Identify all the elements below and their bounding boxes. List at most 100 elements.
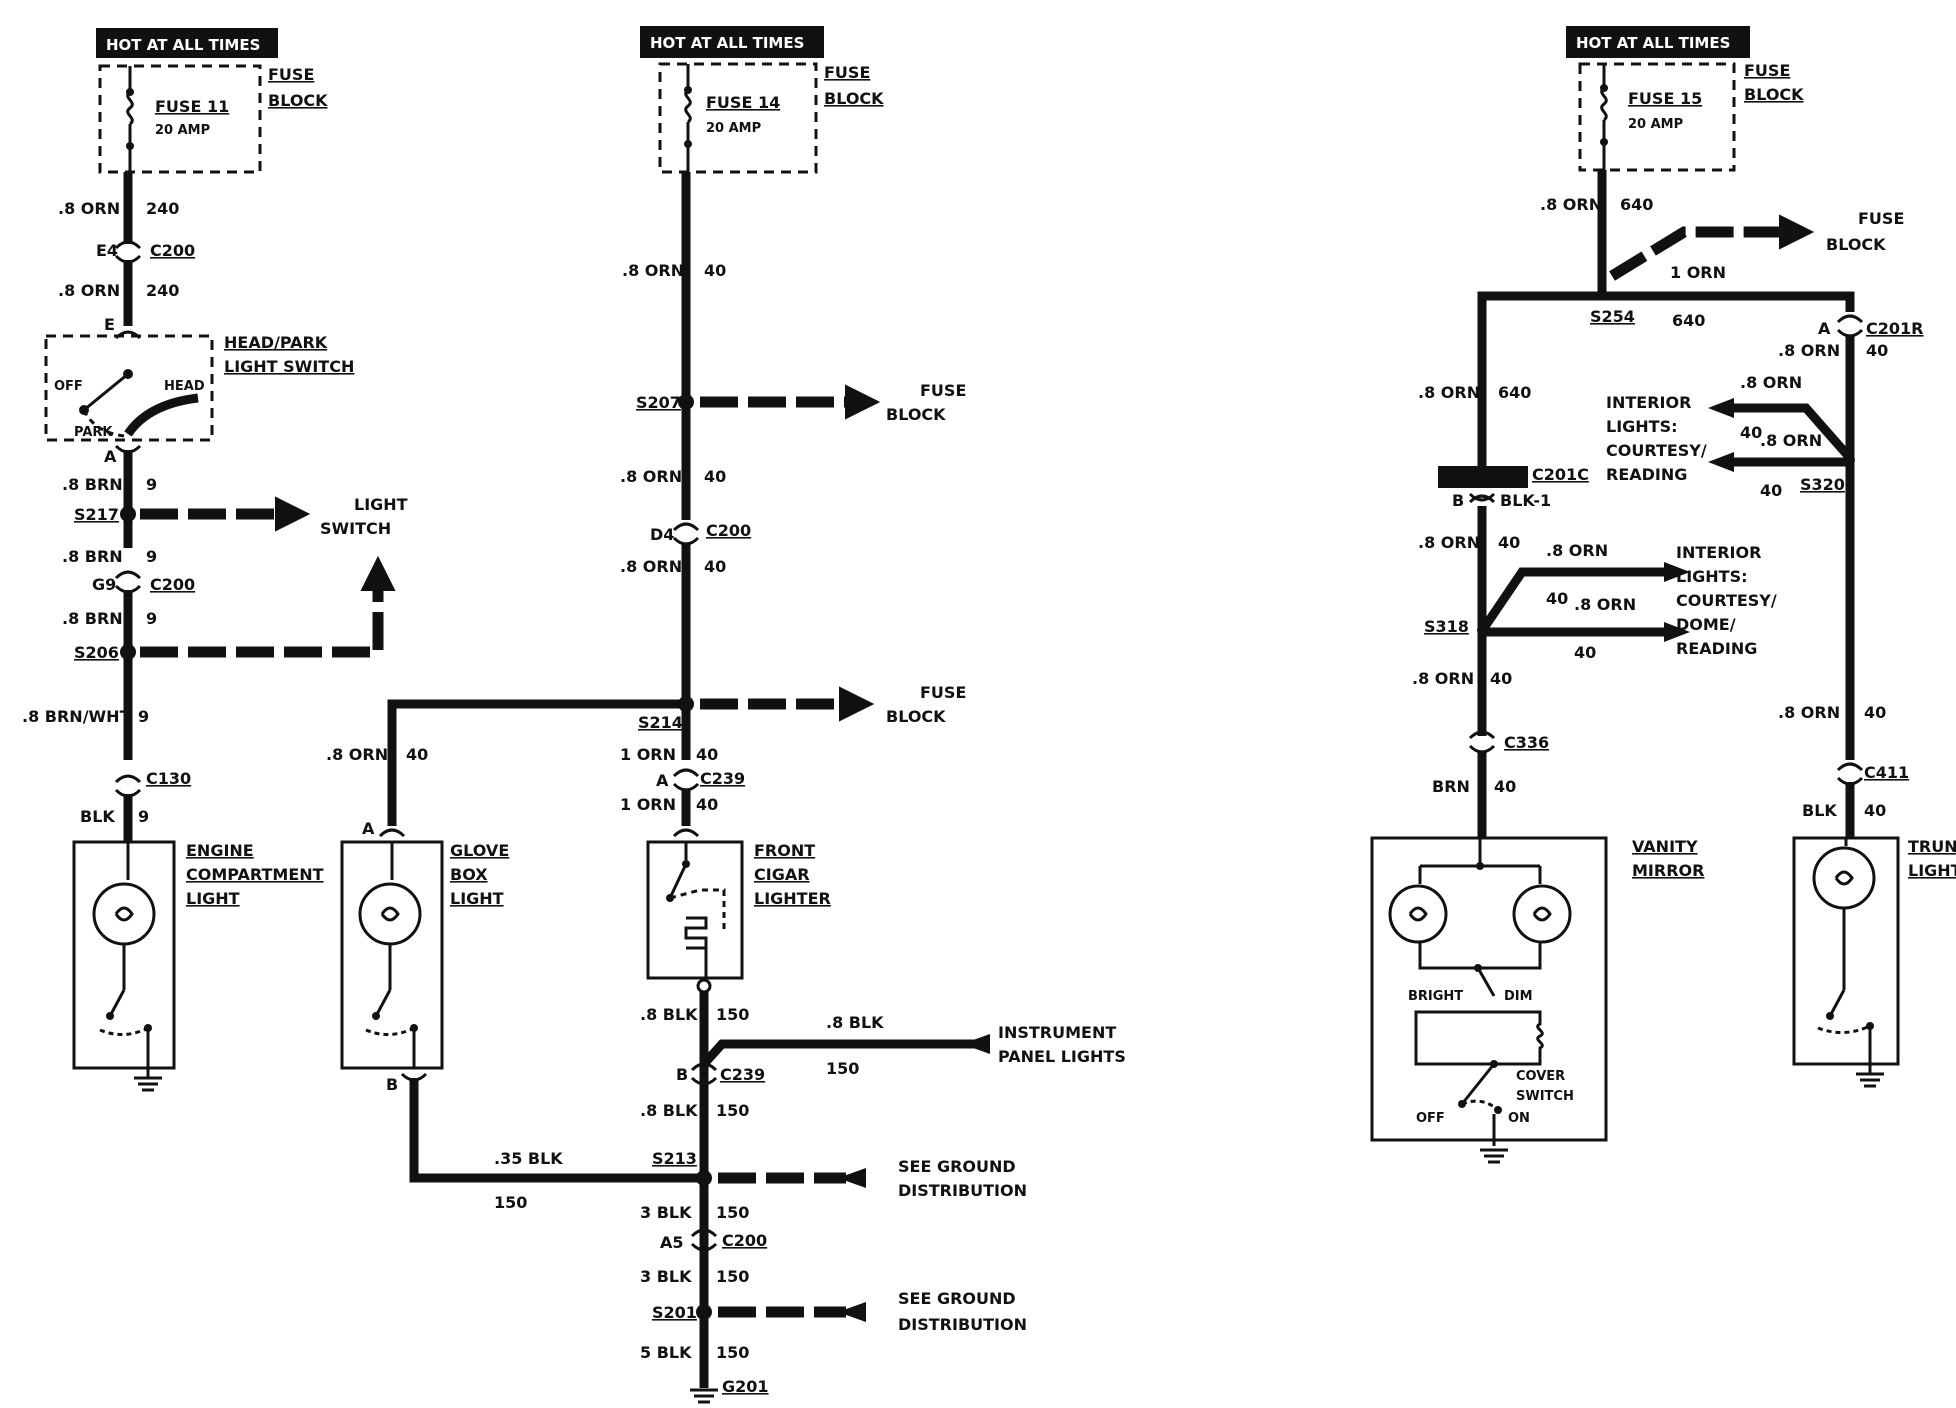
wire-label: .8 ORN (1574, 595, 1636, 614)
splice-label: S217 (74, 505, 119, 524)
glove-box-ground-wire (409, 1078, 704, 1183)
off-label: OFF (1416, 1111, 1445, 1126)
splice-icon (678, 394, 694, 410)
dim-label: DIM (1504, 989, 1533, 1004)
terminal-label: B (386, 1075, 398, 1094)
fuse-15-label: FUSE 15 (1628, 89, 1702, 108)
resistor-icon (1414, 1010, 1544, 1066)
destination-label: DOME/ (1676, 615, 1736, 634)
component-label: BOX (450, 865, 488, 884)
connector-label: C200 (706, 521, 751, 540)
fuse-block-box (658, 62, 818, 174)
fuse-block-label: BLOCK (1744, 85, 1804, 104)
splice-label: S207 (636, 393, 681, 412)
fuse-block-box (1578, 62, 1736, 172)
connector-icon (672, 828, 700, 838)
fuse-block-label: FUSE (268, 65, 314, 84)
heating-element-icon (684, 916, 708, 950)
bulb-icon (358, 882, 422, 946)
wire-label: .35 BLK (494, 1149, 563, 1168)
switch-icon (108, 989, 126, 1017)
circuit-number: 40 (1864, 801, 1886, 820)
fuse-14-label: FUSE 14 (706, 93, 780, 112)
circuit-number: 640 (1620, 195, 1653, 214)
component-label: CIGAR (754, 865, 810, 884)
fuse-block-label: BLOCK (824, 89, 884, 108)
destination-label: SEE GROUND (898, 1157, 1016, 1176)
right-circuit: HOT AT ALL TIMES FUSE 15 20 AMP FUSE BLO… (1370, 26, 1956, 1164)
circuit-number: 240 (146, 281, 179, 300)
wire-label: .8 BRN (62, 547, 123, 566)
engine-compartment-light-box (72, 840, 176, 1070)
component-label: TRUNK (1908, 837, 1956, 856)
connector-icon (1836, 762, 1864, 786)
connector-label: C200 (722, 1231, 767, 1250)
component-label: MIRROR (1632, 861, 1704, 880)
circuit-number: 640 (1498, 383, 1531, 402)
terminal-label: E4 (96, 241, 118, 260)
vanity-mirror-box (1370, 836, 1608, 1142)
circuit-number: 150 (716, 1203, 749, 1222)
component-label: GLOVE (450, 841, 509, 860)
wire-label: .8 BRN (62, 609, 123, 628)
switch-park-label: PARK (74, 425, 113, 440)
component-label: LIGHTER (754, 889, 831, 908)
hot-label: HOT AT ALL TIMES (650, 34, 804, 52)
wire-label: BRN (1432, 777, 1470, 796)
connector-label: C200 (150, 241, 195, 260)
circuit-number: 640 (1672, 311, 1705, 330)
circuit-number: 40 (704, 557, 726, 576)
hot-at-all-times-badge (640, 26, 824, 58)
bulb-icon (92, 882, 156, 946)
terminal-label: D4 (650, 525, 674, 544)
wire-label: .8 ORN (58, 199, 120, 218)
terminal-label: B (1452, 491, 1464, 510)
connector-label: C200 (150, 575, 195, 594)
splice-label: S214 (638, 713, 683, 732)
circuit-number: 40 (1866, 341, 1888, 360)
ground-label: G201 (722, 1377, 769, 1396)
component-label: LIGHT SWITCH (224, 357, 354, 376)
bulb-icon (1512, 884, 1572, 944)
connector-label: C239 (720, 1065, 765, 1084)
wire-label: .8 ORN (620, 467, 682, 486)
wire-label: BLK (1802, 801, 1837, 820)
circuit-number: 40 (1498, 533, 1520, 552)
switch-off-label: OFF (54, 379, 83, 394)
wire-label: 3 BLK (640, 1203, 692, 1222)
splice-icon (120, 506, 136, 522)
ground-icon (1480, 1148, 1508, 1164)
wire-label: .8 ORN (326, 745, 388, 764)
circuit-number: 9 (146, 609, 157, 628)
connector-icon (672, 768, 700, 792)
hot-label: HOT AT ALL TIMES (106, 36, 260, 54)
connector-icon (672, 522, 700, 546)
circuit-number: 40 (1740, 423, 1762, 442)
splice-icon (696, 1170, 712, 1186)
fuse-11-rating: 20 AMP (155, 123, 210, 138)
destination-label: LIGHTS: (1676, 567, 1748, 586)
fuse-11-icon (126, 90, 134, 126)
splice-label: S206 (74, 643, 119, 662)
destination-label: READING (1606, 465, 1687, 484)
c201c-connector-block (1438, 466, 1528, 488)
destination-label: LIGHT (354, 495, 408, 514)
wire-label: .8 ORN (620, 557, 682, 576)
wire-label: 1 ORN (620, 745, 676, 764)
wire-label: .8 ORN (58, 281, 120, 300)
switch-head-label: HEAD (164, 379, 205, 394)
fuse-14-icon (684, 88, 692, 124)
terminal-label: B (676, 1065, 688, 1084)
connector-icon (690, 1062, 718, 1086)
destination-label: FUSE (920, 381, 966, 400)
wire-label: .8 ORN (1760, 431, 1822, 450)
cover-switch-label: SWITCH (1516, 1089, 1574, 1104)
component-label: ENGINE (186, 841, 254, 860)
wire-label: .8 ORN (1546, 541, 1608, 560)
terminal-label: A (1818, 319, 1831, 338)
dashed-arrow (140, 555, 396, 658)
wire-label: BLK (80, 807, 115, 826)
connector-label: C239 (700, 769, 745, 788)
circuit-number: 9 (146, 547, 157, 566)
